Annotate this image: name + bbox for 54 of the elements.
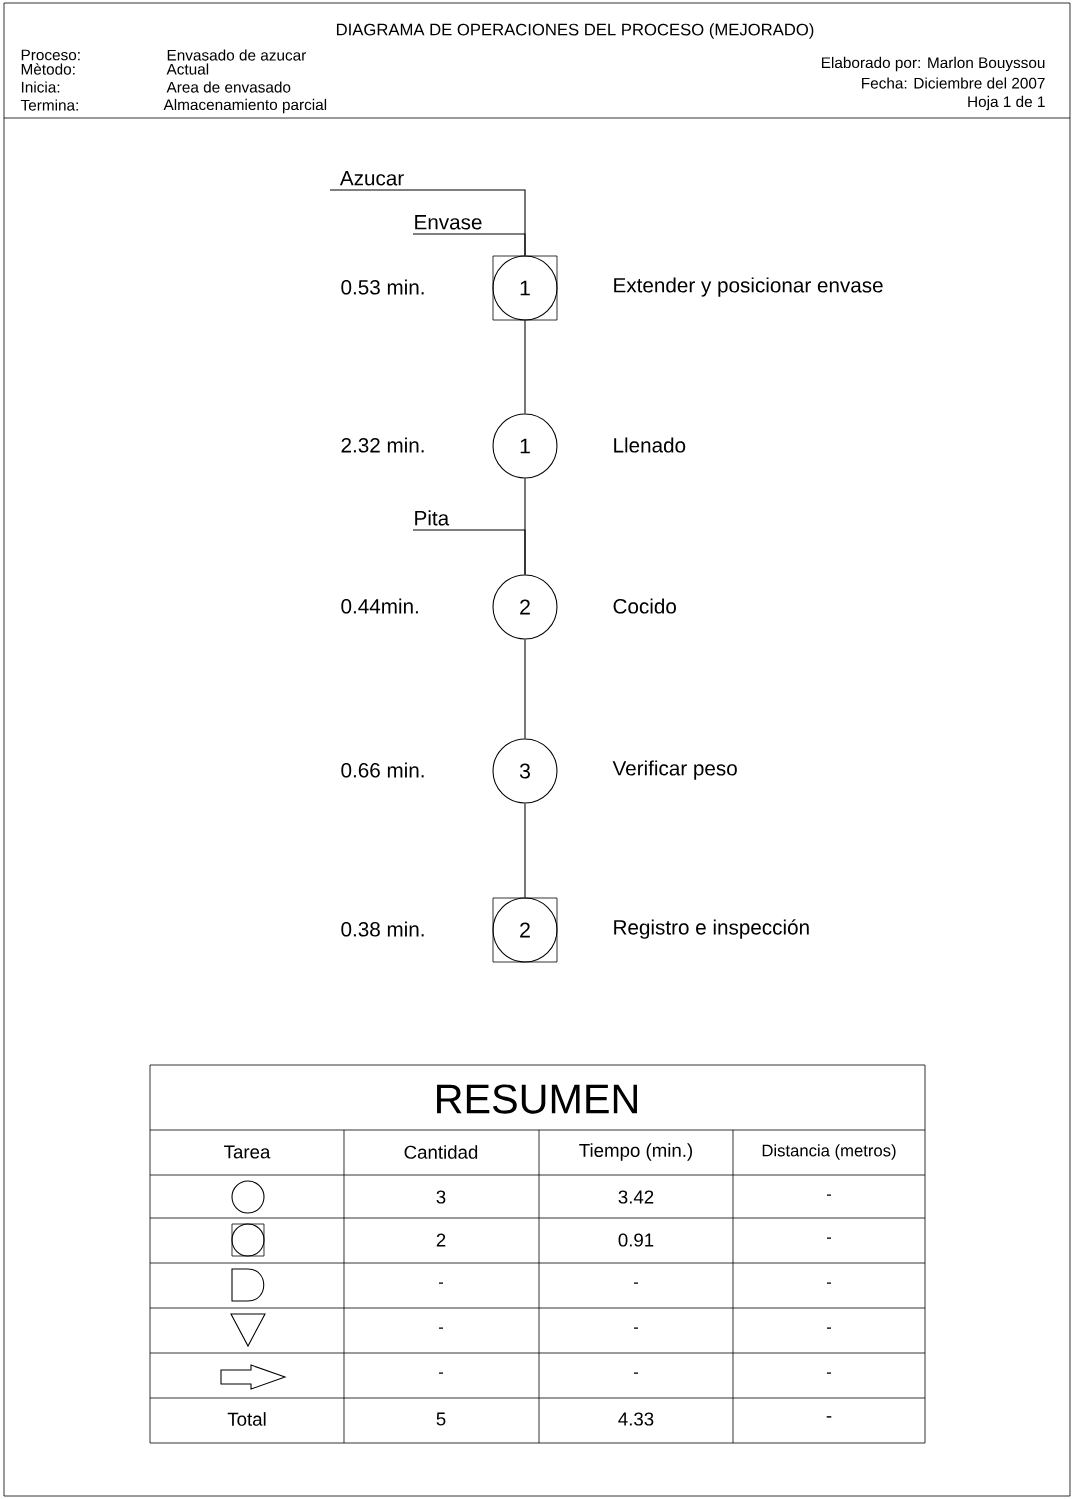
header-text: Termina: [20,99,78,111]
time-label: 0.38 min. [341,921,424,937]
connector-line [524,319,526,414]
material-label: Azucar [339,171,404,186]
header-text: Area de envasado [166,81,291,93]
header-text: Actual [166,63,209,75]
step-label: Registro e inspección [614,919,809,939]
cell-text: - [826,1194,832,1196]
material-label: Pita [415,510,450,526]
cell-text: - [633,1282,639,1284]
time-label: 0.44min. [341,598,418,614]
time-label: 2.32 min. [341,437,424,453]
cell-text: - [826,1282,832,1284]
cell-text: - [826,1237,832,1239]
time-label: 0.66 min. [341,762,424,778]
cell-text: - [438,1327,444,1329]
connector-line [524,639,526,739]
cell-text: 4.33 [618,1412,654,1426]
cell-text: 3 [436,1190,446,1204]
cell-text: - [826,1327,832,1329]
column-header: Tarea [224,1145,271,1159]
header-text: Hoja 1 de 1 [968,95,1045,111]
cell-text: Total [227,1412,266,1426]
cell-text: - [826,1416,832,1418]
material-label: Envase [415,215,482,230]
header-text: Almacenamiento parcial [163,98,327,114]
cell-text: 0.91 [618,1233,654,1247]
title: DIAGRAMA DE OPERACIONES DEL PROCESO (MEJORADO) [336,23,814,39]
header-text: Fecha: Diciembre del 2007 [862,77,1045,89]
header-text: Inicia: [21,81,60,93]
column-header: Distancia (metros) [762,1144,896,1160]
cell-text: 5 [436,1412,446,1426]
header-text: Envasado de azucar [167,49,307,61]
cell-text: 2 [436,1233,446,1247]
cell-text: - [438,1372,444,1374]
connector-line [412,529,526,575]
step-label: Cocido [613,598,676,614]
step-label: Extender y posicionar envase [614,277,883,297]
step-label: Llenado [614,437,686,453]
cell-text: - [633,1372,639,1374]
connector-line [412,233,526,257]
header-text: Elaborado por: Marlon Bouyssou [822,56,1045,72]
cell-text: 3.42 [618,1190,654,1204]
cell-text: - [826,1372,832,1374]
cell-text: - [633,1327,639,1329]
connector-line [524,803,526,899]
column-header: Tiempo (min.) [579,1143,693,1161]
table-title: RESUMEN [437,1084,637,1114]
cell-text: - [438,1282,444,1284]
time-label: 0.53 min. [341,279,424,295]
column-header: Cantidad [404,1145,478,1159]
header-text: Proceso: [21,49,80,61]
header-text: Mètodo: [21,63,75,75]
step-label: Verificar peso [612,760,737,780]
